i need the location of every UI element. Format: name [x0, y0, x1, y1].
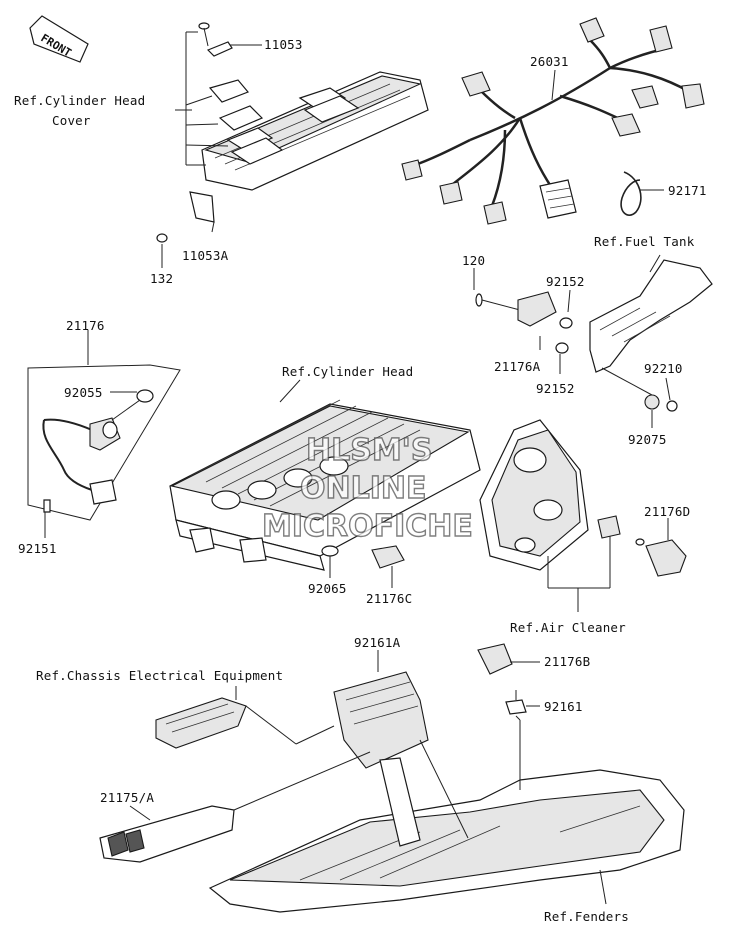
- fuel-tank-bracket-group: [473, 254, 713, 428]
- cylinder-head-cover-group: [156, 22, 429, 268]
- label-ref-cylinder-head-cover-1: Ref.Cylinder Head: [14, 93, 145, 108]
- label-92065: 92065: [308, 581, 347, 596]
- front-arrow: FRONT: [29, 15, 89, 63]
- label-21176d: 21176D: [644, 504, 690, 519]
- label-ref-cylinder-head: Ref.Cylinder Head: [282, 364, 413, 379]
- label-92152-top: 92152: [546, 274, 585, 289]
- label-92152-bottom: 92152: [536, 381, 575, 396]
- cylinder-head: [169, 399, 481, 571]
- label-92210: 92210: [644, 361, 683, 376]
- label-21176a: 21176A: [494, 359, 541, 374]
- label-ref-fenders: Ref.Fenders: [544, 909, 629, 924]
- watermark-line-1: HLSM'S: [306, 433, 432, 468]
- label-92161a: 92161A: [354, 635, 401, 650]
- leader-cyl-head: [279, 379, 301, 403]
- wiring-harness: [401, 17, 705, 225]
- label-92151: 92151: [18, 541, 57, 556]
- label-ref-fuel-tank: Ref.Fuel Tank: [594, 234, 695, 249]
- watermark-line-3: MICROFICHE: [262, 509, 473, 544]
- ecu-bracket-group: [333, 643, 540, 769]
- label-132: 132: [150, 271, 173, 286]
- label-ref-chassis-electrical: Ref.Chassis Electrical Equipment: [36, 668, 283, 683]
- rear-fender: [208, 715, 685, 913]
- sensor-21176c-group: [321, 545, 405, 588]
- sensor-21176d: [635, 518, 687, 577]
- label-92171: 92171: [668, 183, 707, 198]
- ecu-21175a: [99, 751, 371, 863]
- clip-92171: [620, 171, 664, 216]
- watermark: HLSM'S ONLINE MICROFICHE: [261, 432, 473, 544]
- label-21176c: 21176C: [366, 591, 412, 606]
- label-11053a: 11053A: [182, 248, 229, 263]
- sensor-21176-group: [27, 330, 181, 538]
- watermark-line-2: ONLINE: [300, 471, 427, 506]
- label-92075: 92075: [628, 432, 667, 447]
- label-ref-air-cleaner: Ref.Air Cleaner: [510, 620, 626, 635]
- label-21176: 21176: [66, 318, 105, 333]
- label-26031: 26031: [530, 54, 569, 69]
- label-21175a: 21175/A: [100, 790, 154, 805]
- label-ref-cylinder-head-cover-2: Cover: [52, 113, 91, 128]
- chassis-electrical-connector: [155, 686, 335, 749]
- label-21176b: 21176B: [544, 654, 590, 669]
- label-120: 120: [462, 253, 485, 268]
- air-cleaner: [479, 419, 621, 612]
- label-11053: 11053: [264, 37, 303, 52]
- label-92055: 92055: [64, 385, 103, 400]
- label-92161: 92161: [544, 699, 583, 714]
